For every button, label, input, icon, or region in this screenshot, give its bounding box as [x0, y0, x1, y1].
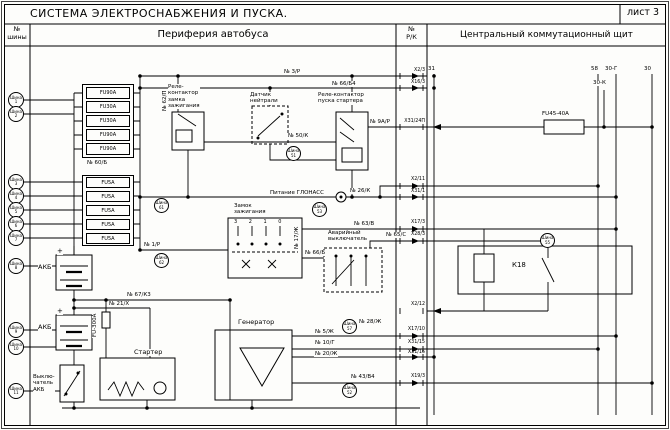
bus-circle: Шина 51	[286, 146, 301, 161]
pin-label: Х16/3	[410, 80, 425, 85]
k18-coil-symbol	[473, 253, 495, 283]
bus-tag-30k: 30-К	[593, 80, 606, 86]
fuse: FU5A	[86, 219, 130, 230]
fuse: FU5A	[86, 191, 130, 202]
fuse: FU30A	[86, 101, 130, 113]
pin-label: Х2/11	[410, 177, 425, 182]
pin-label: Х31/15	[407, 340, 425, 345]
starter-relay-label: Реле-контактор пуска стартера	[318, 92, 364, 105]
sheet-number: лист 3	[626, 7, 660, 18]
wire-label: № 62/П	[162, 89, 169, 112]
main-fuse-label: FU-300A	[92, 312, 99, 338]
column-header-panel: Центральный коммутационный щит	[460, 30, 633, 40]
wire-label: № 50/К	[287, 133, 310, 140]
wire-label: № 65/С	[385, 232, 408, 239]
bus-circle: Шина 8	[8, 258, 24, 274]
fuse-group-1	[82, 84, 134, 158]
ignition-lock-symbol	[227, 217, 303, 279]
bus-circle: Шина 55	[540, 233, 555, 248]
battery-switch-label: Выклю- чатель АКБ	[33, 374, 55, 393]
battery1-symbol	[55, 254, 93, 291]
wire-label: № 1/Р	[143, 242, 162, 249]
wire-label: № 67/К3	[126, 292, 152, 299]
battery1-plus: +	[57, 247, 63, 256]
fuse: FU90A	[86, 129, 130, 141]
pin-label: Х2/12	[410, 302, 425, 307]
wire-label: № 60/Б	[86, 160, 109, 167]
ignition-lock-label: Замок зажигания	[234, 203, 266, 216]
fuse: FU5A	[86, 177, 130, 188]
bus-circle: Шина 61	[154, 198, 169, 213]
wire-label: № 5/Ж	[314, 329, 335, 336]
wire-label: № 43/В4	[350, 374, 376, 381]
battery-switch-symbol	[59, 364, 85, 403]
bus-circle: Шина 7	[8, 230, 24, 246]
bus-circle: Шина 62	[154, 253, 169, 268]
fuse: FU30A	[86, 115, 130, 127]
bus-circle: Шина 57	[342, 319, 357, 334]
page-title: СИСТЕМА ЭЛЕКТРОСНАБЖЕНИЯ И ПУСКА.	[30, 7, 288, 20]
pin-label: Х31/16	[407, 350, 425, 355]
pin-label: Х31/24П	[404, 119, 425, 124]
wire-label: № 3/Р	[283, 69, 302, 76]
main-fuse-symbol	[101, 311, 111, 329]
column-header-rk: № Р/К	[406, 25, 417, 41]
emergency-switch-symbol	[323, 247, 383, 293]
generator-label: Генератор	[238, 318, 275, 327]
bus-circle: Шина 53	[312, 202, 327, 217]
k18-relay-label: К18	[512, 261, 526, 270]
bus-circle: Шина 10	[8, 339, 24, 355]
pin-label: Х19/3	[410, 374, 425, 379]
generator-symbol	[214, 329, 293, 401]
fuse: FU90A	[86, 143, 130, 155]
wire-label: № 10/Г	[314, 340, 336, 347]
ignition-relay-symbol	[171, 111, 205, 151]
starter-relay-symbol	[335, 111, 369, 171]
pin-label: Х28/3	[410, 232, 425, 237]
pin-label: Х2/3	[413, 68, 425, 73]
ignition-relay-label: Реле- контактор замка зажигания	[168, 84, 200, 110]
battery2-label: АКБ	[38, 323, 52, 332]
wire-label: № 20/Ж	[314, 351, 339, 358]
bus-tag-30g: 30-Г	[605, 66, 618, 72]
glonass-label: Питание ГЛОНАСС	[270, 190, 324, 197]
wire-label: № 21/Х	[108, 301, 131, 308]
wire-label: № 28/Ж	[358, 319, 383, 326]
starter-symbol	[99, 357, 176, 401]
wire-label: № 66/Б	[304, 250, 327, 257]
fuse: FU5A	[86, 233, 130, 244]
column-header-bus: № шины	[7, 25, 27, 41]
bus-circle: Шина 2	[8, 106, 24, 122]
bus-tag-30: 30	[644, 66, 651, 72]
pin-label: Х31/1	[410, 189, 425, 194]
wire-label: № 26/К	[349, 188, 372, 195]
lock-positions-label: 3 2 1 0	[234, 219, 287, 226]
neutral-sensor-label: Датчик нейтрали	[250, 92, 278, 105]
pin-label: Х17/3	[410, 220, 425, 225]
neutral-sensor-symbol	[251, 105, 289, 145]
fuse: FU90A	[86, 87, 130, 99]
bus-tag-31: 31	[428, 66, 435, 72]
panel-fuse-symbol	[543, 119, 585, 135]
wire-label: № 9А/Р	[369, 119, 391, 126]
wire-label: № 63/В	[353, 221, 376, 228]
battery1-label: АКБ	[38, 263, 52, 272]
battery2-plus: +	[57, 307, 63, 316]
starter-label: Стартер	[134, 348, 163, 357]
panel-fuse-label: FU45-40A	[542, 111, 569, 118]
fuse: FU5A	[86, 205, 130, 216]
bus-circle: Шина 52	[342, 383, 357, 398]
emergency-switch-label: Аварийный выключатель	[328, 230, 368, 243]
bus-circle: Шина 11	[8, 383, 24, 399]
bus-tag-58: 58	[591, 66, 598, 72]
bus-circle: Шина 9	[8, 322, 24, 338]
pin-label: Х17/10	[407, 327, 425, 332]
wire-label: № 17/Ж	[294, 225, 301, 250]
column-header-periphery: Периферия автобуса	[157, 29, 269, 40]
fuse-group-2	[82, 175, 134, 246]
wire-label: № 66/Б4	[331, 81, 357, 88]
